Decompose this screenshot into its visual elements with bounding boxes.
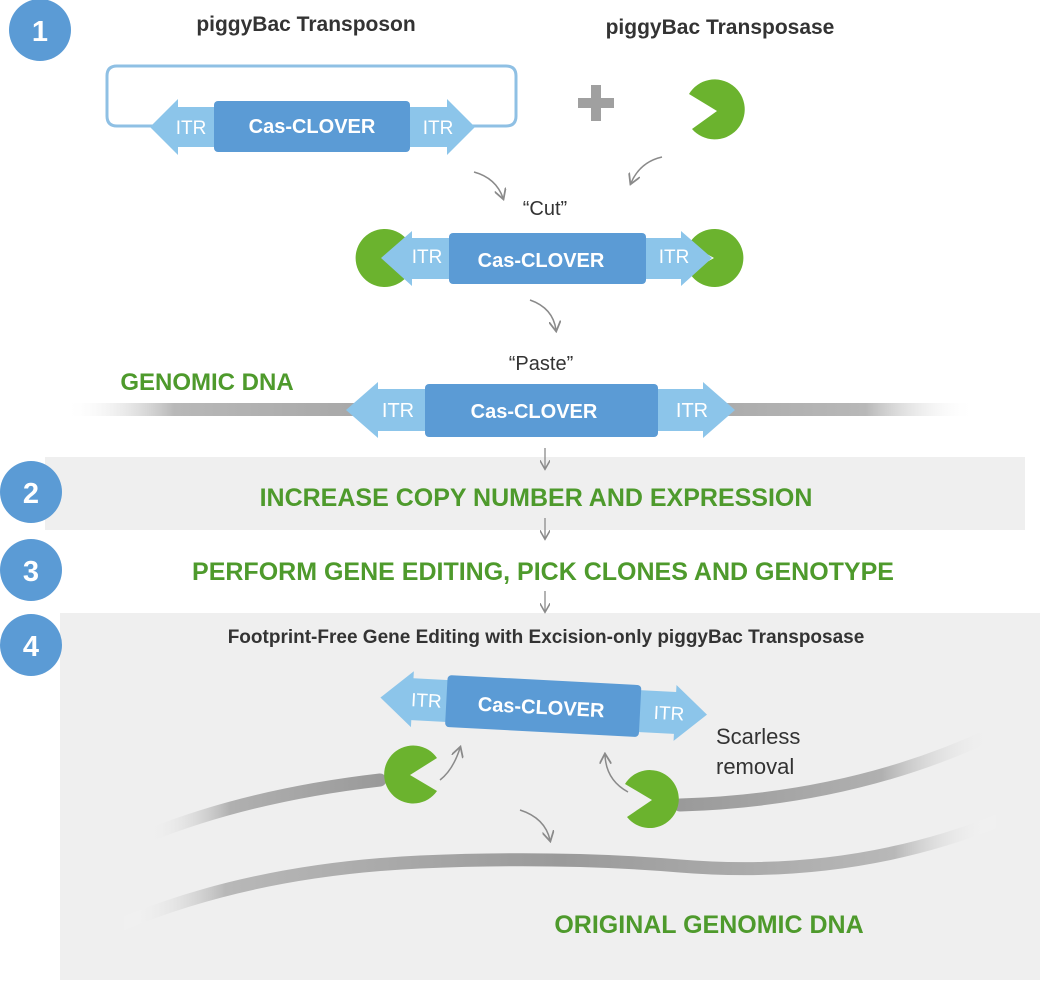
cut-complex: ITR Cas-CLOVER ITR bbox=[355, 229, 744, 287]
cas-clover-box-2 bbox=[449, 233, 646, 284]
step-number-4: 4 bbox=[23, 631, 39, 663]
genomic-dna-label: GENOMIC DNA bbox=[120, 369, 293, 396]
itr-label: ITR bbox=[676, 400, 708, 422]
itr-label: ITR bbox=[176, 118, 207, 139]
cut-label: “Cut” bbox=[523, 198, 567, 220]
transposon-plasmid: ITR Cas-CLOVER ITR bbox=[105, 64, 518, 155]
cas-clover-box-1 bbox=[214, 101, 410, 152]
scarless-label-line2: removal bbox=[716, 754, 794, 779]
itr-label: ITR bbox=[410, 690, 442, 713]
itr-label: ITR bbox=[423, 118, 454, 139]
arrow-to-original-dna bbox=[519, 809, 550, 840]
paste-insert: ITR Cas-CLOVER ITR bbox=[346, 382, 735, 438]
step4-title: Footprint-Free Gene Editing with Excisio… bbox=[228, 627, 865, 648]
transposase-title: piggyBac Transposase bbox=[606, 16, 835, 39]
itr-right-arrow-3 bbox=[654, 382, 735, 438]
itr-left-arrow-3 bbox=[346, 382, 429, 438]
step-number-3: 3 bbox=[23, 556, 39, 588]
step-badge-3: 3 bbox=[0, 539, 62, 601]
itr-right-arrow-4 bbox=[634, 685, 707, 741]
cas-clover-box-4 bbox=[445, 675, 642, 737]
itr-label: ITR bbox=[653, 703, 685, 726]
pacman-right-icon bbox=[689, 229, 744, 287]
arrow-cut-to-paste bbox=[529, 299, 556, 330]
step-number-1: 1 bbox=[32, 16, 48, 48]
cas-clover-label: Cas-CLOVER bbox=[471, 401, 598, 423]
arrow-transposase-to-cut bbox=[631, 156, 663, 183]
arrow-excision-left bbox=[439, 748, 460, 781]
cas-clover-label: Cas-CLOVER bbox=[478, 250, 605, 272]
itr-label: ITR bbox=[659, 247, 690, 268]
excised-element: ITR Cas-CLOVER ITR bbox=[380, 671, 707, 741]
step-badge-1: 1 bbox=[9, 0, 71, 61]
step-badge-4: 4 bbox=[0, 614, 62, 676]
original-genomic-dna-label: ORIGINAL GENOMIC DNA bbox=[554, 911, 863, 939]
step3-label: PERFORM GENE EDITING, PICK CLONES AND GE… bbox=[192, 558, 894, 586]
pacman-step4-left-icon bbox=[384, 745, 437, 804]
itr-label: ITR bbox=[382, 400, 414, 422]
cas-clover-label: Cas-CLOVER bbox=[249, 116, 376, 138]
step2-panel bbox=[45, 457, 1025, 530]
pacman-step4-right-icon bbox=[625, 770, 679, 829]
dna-strand-right-fragment bbox=[673, 728, 997, 812]
itr-left-arrow-1 bbox=[150, 99, 218, 155]
scarless-label-line1: Scarless bbox=[716, 724, 800, 749]
itr-right-arrow-2 bbox=[642, 231, 712, 286]
original-genomic-dna-strand bbox=[113, 813, 1007, 932]
itr-right-arrow-1 bbox=[406, 99, 475, 155]
arrow-transposon-to-cut bbox=[473, 171, 503, 198]
transposase-pacman-icon bbox=[689, 79, 745, 140]
dna-strand-left-fragment bbox=[143, 773, 387, 842]
step-badge-2: 2 bbox=[0, 461, 62, 523]
itr-label: ITR bbox=[412, 247, 443, 268]
step2-label: INCREASE COPY NUMBER AND EXPRESSION bbox=[260, 484, 813, 512]
step4-panel bbox=[60, 613, 1040, 980]
arrow-excision-right bbox=[605, 755, 629, 793]
transposon-title: piggyBac Transposon bbox=[196, 13, 415, 36]
plus-icon bbox=[578, 85, 614, 121]
paste-label: “Paste” bbox=[509, 353, 573, 375]
itr-left-arrow-4 bbox=[380, 671, 452, 728]
cas-clover-box-3 bbox=[425, 384, 658, 437]
itr-left-arrow-2 bbox=[381, 231, 453, 286]
step-number-2: 2 bbox=[23, 478, 39, 510]
